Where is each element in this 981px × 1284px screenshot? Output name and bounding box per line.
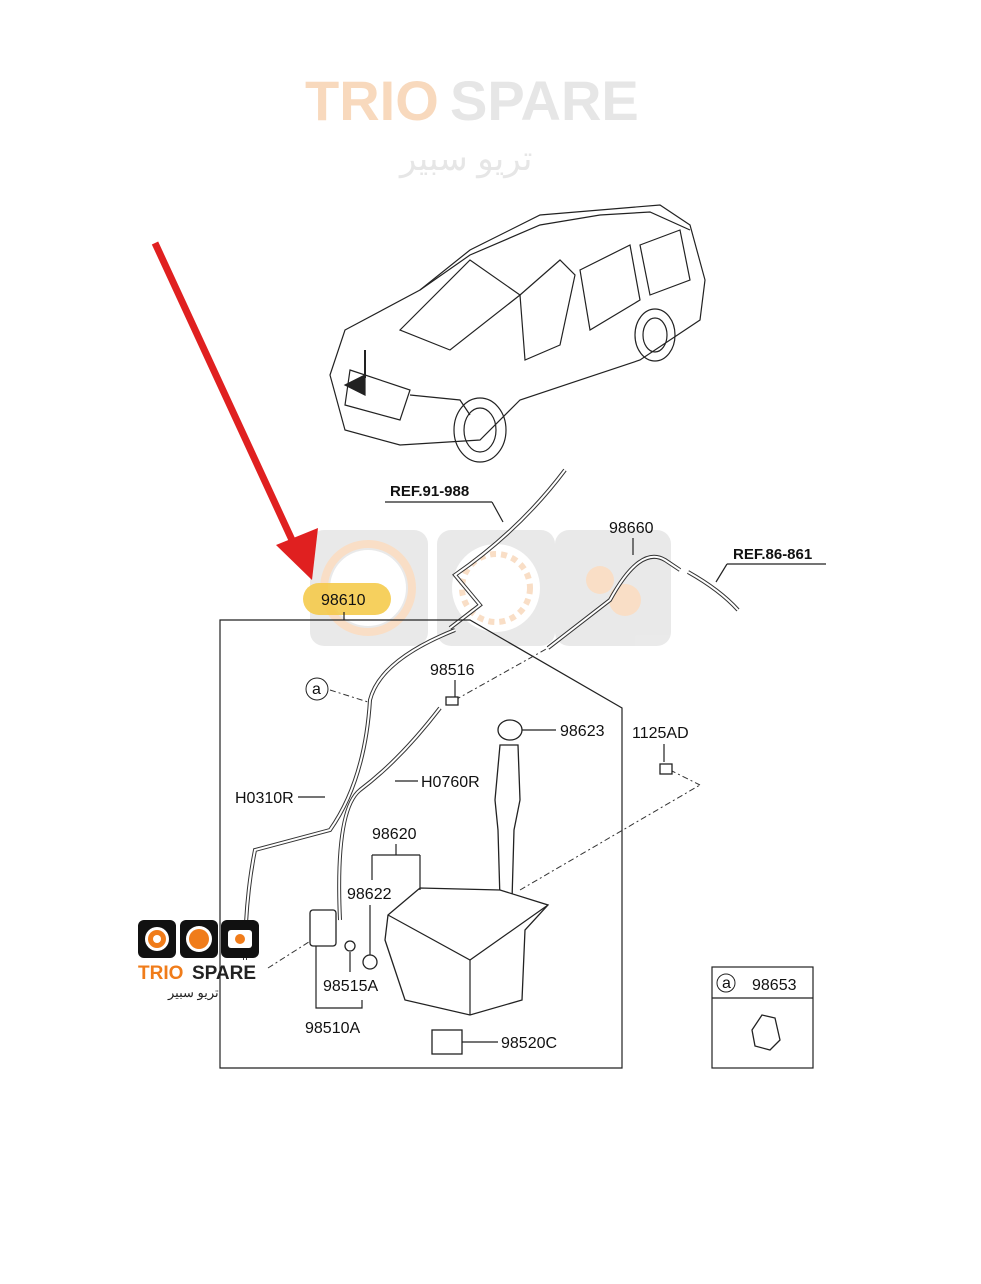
svg-text:a: a <box>312 681 321 698</box>
svg-text:a: a <box>722 975 731 992</box>
svg-text:SPARE: SPARE <box>192 963 256 984</box>
svg-text:تريو سبير: تريو سبير <box>167 985 219 1001</box>
inset-98653: a 98653 <box>711 966 814 1069</box>
part-label-1125AD[interactable]: 1125AD <box>632 725 689 742</box>
red-arrow-indicator <box>151 241 318 580</box>
filler-cap-98623 <box>497 719 556 741</box>
part-label-98660[interactable]: 98660 <box>609 520 654 537</box>
ref-91-988: REF.91-988 <box>385 483 504 523</box>
part-label-98515A[interactable]: 98515A <box>323 978 378 995</box>
ref-86-861: REF.86-861 <box>715 546 826 583</box>
part-label-98620[interactable]: 98620 <box>372 826 417 843</box>
part-label-98623[interactable]: 98623 <box>560 723 605 740</box>
trio-spare-logo: TRIO SPARE تريو سبير <box>138 920 259 1001</box>
part-label-98622[interactable]: 98622 <box>347 886 392 903</box>
watermark-brand-1: TRIO <box>305 69 439 132</box>
car-illustration <box>329 204 706 463</box>
part-label-98520C[interactable]: 98520C <box>501 1035 557 1052</box>
part-label-98653[interactable]: 98653 <box>752 977 797 994</box>
callout-a: a <box>305 677 329 701</box>
watermark-text: TRIO SPARE تريو سبير <box>305 69 639 179</box>
part-label-98610-highlighted[interactable]: 98610 <box>303 583 391 620</box>
assembly-frame <box>219 619 623 1069</box>
part-label-98516[interactable]: 98516 <box>430 662 475 679</box>
part-label-H0310R[interactable]: H0310R <box>235 790 294 807</box>
watermark-arabic: تريو سبير <box>398 140 532 179</box>
watermark-brand-2: SPARE <box>450 69 639 132</box>
svg-text:REF.91-988: REF.91-988 <box>390 483 469 500</box>
part-label-H0760R[interactable]: H0760R <box>421 774 480 791</box>
svg-text:TRIO: TRIO <box>138 963 183 984</box>
washer-pump <box>309 909 356 952</box>
washer-reservoir <box>384 887 550 1055</box>
svg-text:98610: 98610 <box>321 592 366 609</box>
svg-text:REF.86-861: REF.86-861 <box>733 546 812 563</box>
watermark <box>310 530 671 646</box>
part-label-98510A[interactable]: 98510A <box>305 1020 360 1037</box>
